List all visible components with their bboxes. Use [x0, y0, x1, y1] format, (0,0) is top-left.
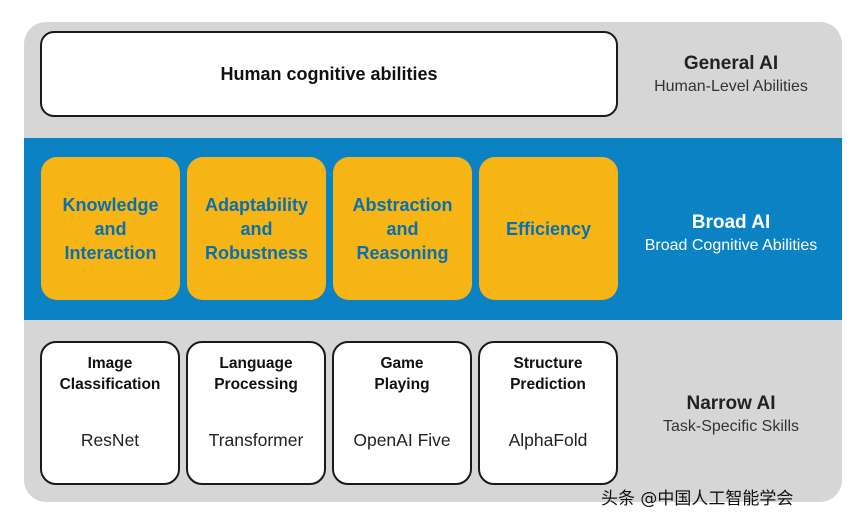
- skill-card-structure-prediction: Structure Prediction AlphaFold: [478, 341, 618, 485]
- narrow-ai-label: Narrow AI Task-Specific Skills: [620, 392, 842, 438]
- ability-box-efficiency: Efficiency: [479, 157, 618, 300]
- skill-model: AlphaFold: [508, 430, 588, 450]
- narrow-ai-title: Narrow AI: [686, 393, 776, 414]
- ability-label: Abstraction and Reasoning: [352, 194, 453, 263]
- skill-card-language-processing: Language Processing Transformer: [186, 341, 326, 485]
- general-ai-label: General AI Human-Level Abilities: [620, 52, 842, 98]
- narrow-ai-subtitle: Task-Specific Skills: [662, 418, 800, 435]
- skill-task: Game Playing: [374, 355, 430, 393]
- skill-card-game-playing: Game Playing OpenAI Five: [332, 341, 472, 485]
- skill-model: Transformer: [208, 430, 304, 450]
- ability-label: Efficiency: [505, 218, 592, 239]
- watermark-text: 头条 @中国人工智能学会: [601, 489, 794, 509]
- skill-task: Image Classification: [59, 355, 161, 393]
- general-ai-subtitle: Human-Level Abilities: [654, 78, 808, 95]
- ability-label: Knowledge and Interaction: [62, 194, 159, 263]
- skill-task: Language Processing: [214, 355, 298, 393]
- broad-ai-title: Broad AI: [691, 212, 771, 233]
- skill-model: ResNet: [80, 430, 140, 450]
- ability-box-knowledge: Knowledge and Interaction: [41, 157, 180, 300]
- broad-ai-label: Broad AI Broad Cognitive Abilities: [620, 211, 842, 257]
- general-ai-title: General AI: [683, 53, 779, 74]
- broad-ai-subtitle: Broad Cognitive Abilities: [644, 237, 818, 254]
- human-cognitive-abilities-box: Human cognitive abilities: [40, 31, 618, 117]
- ability-label: Adaptability and Robustness: [204, 194, 309, 263]
- skill-task: Structure Prediction: [510, 355, 586, 393]
- ability-box-adaptability: Adaptability and Robustness: [187, 157, 326, 300]
- skill-model: OpenAI Five: [353, 430, 451, 450]
- skill-card-image-classification: Image Classification ResNet: [40, 341, 180, 485]
- ability-box-abstraction: Abstraction and Reasoning: [333, 157, 472, 300]
- human-cognitive-abilities-text: Human cognitive abilities: [220, 63, 438, 84]
